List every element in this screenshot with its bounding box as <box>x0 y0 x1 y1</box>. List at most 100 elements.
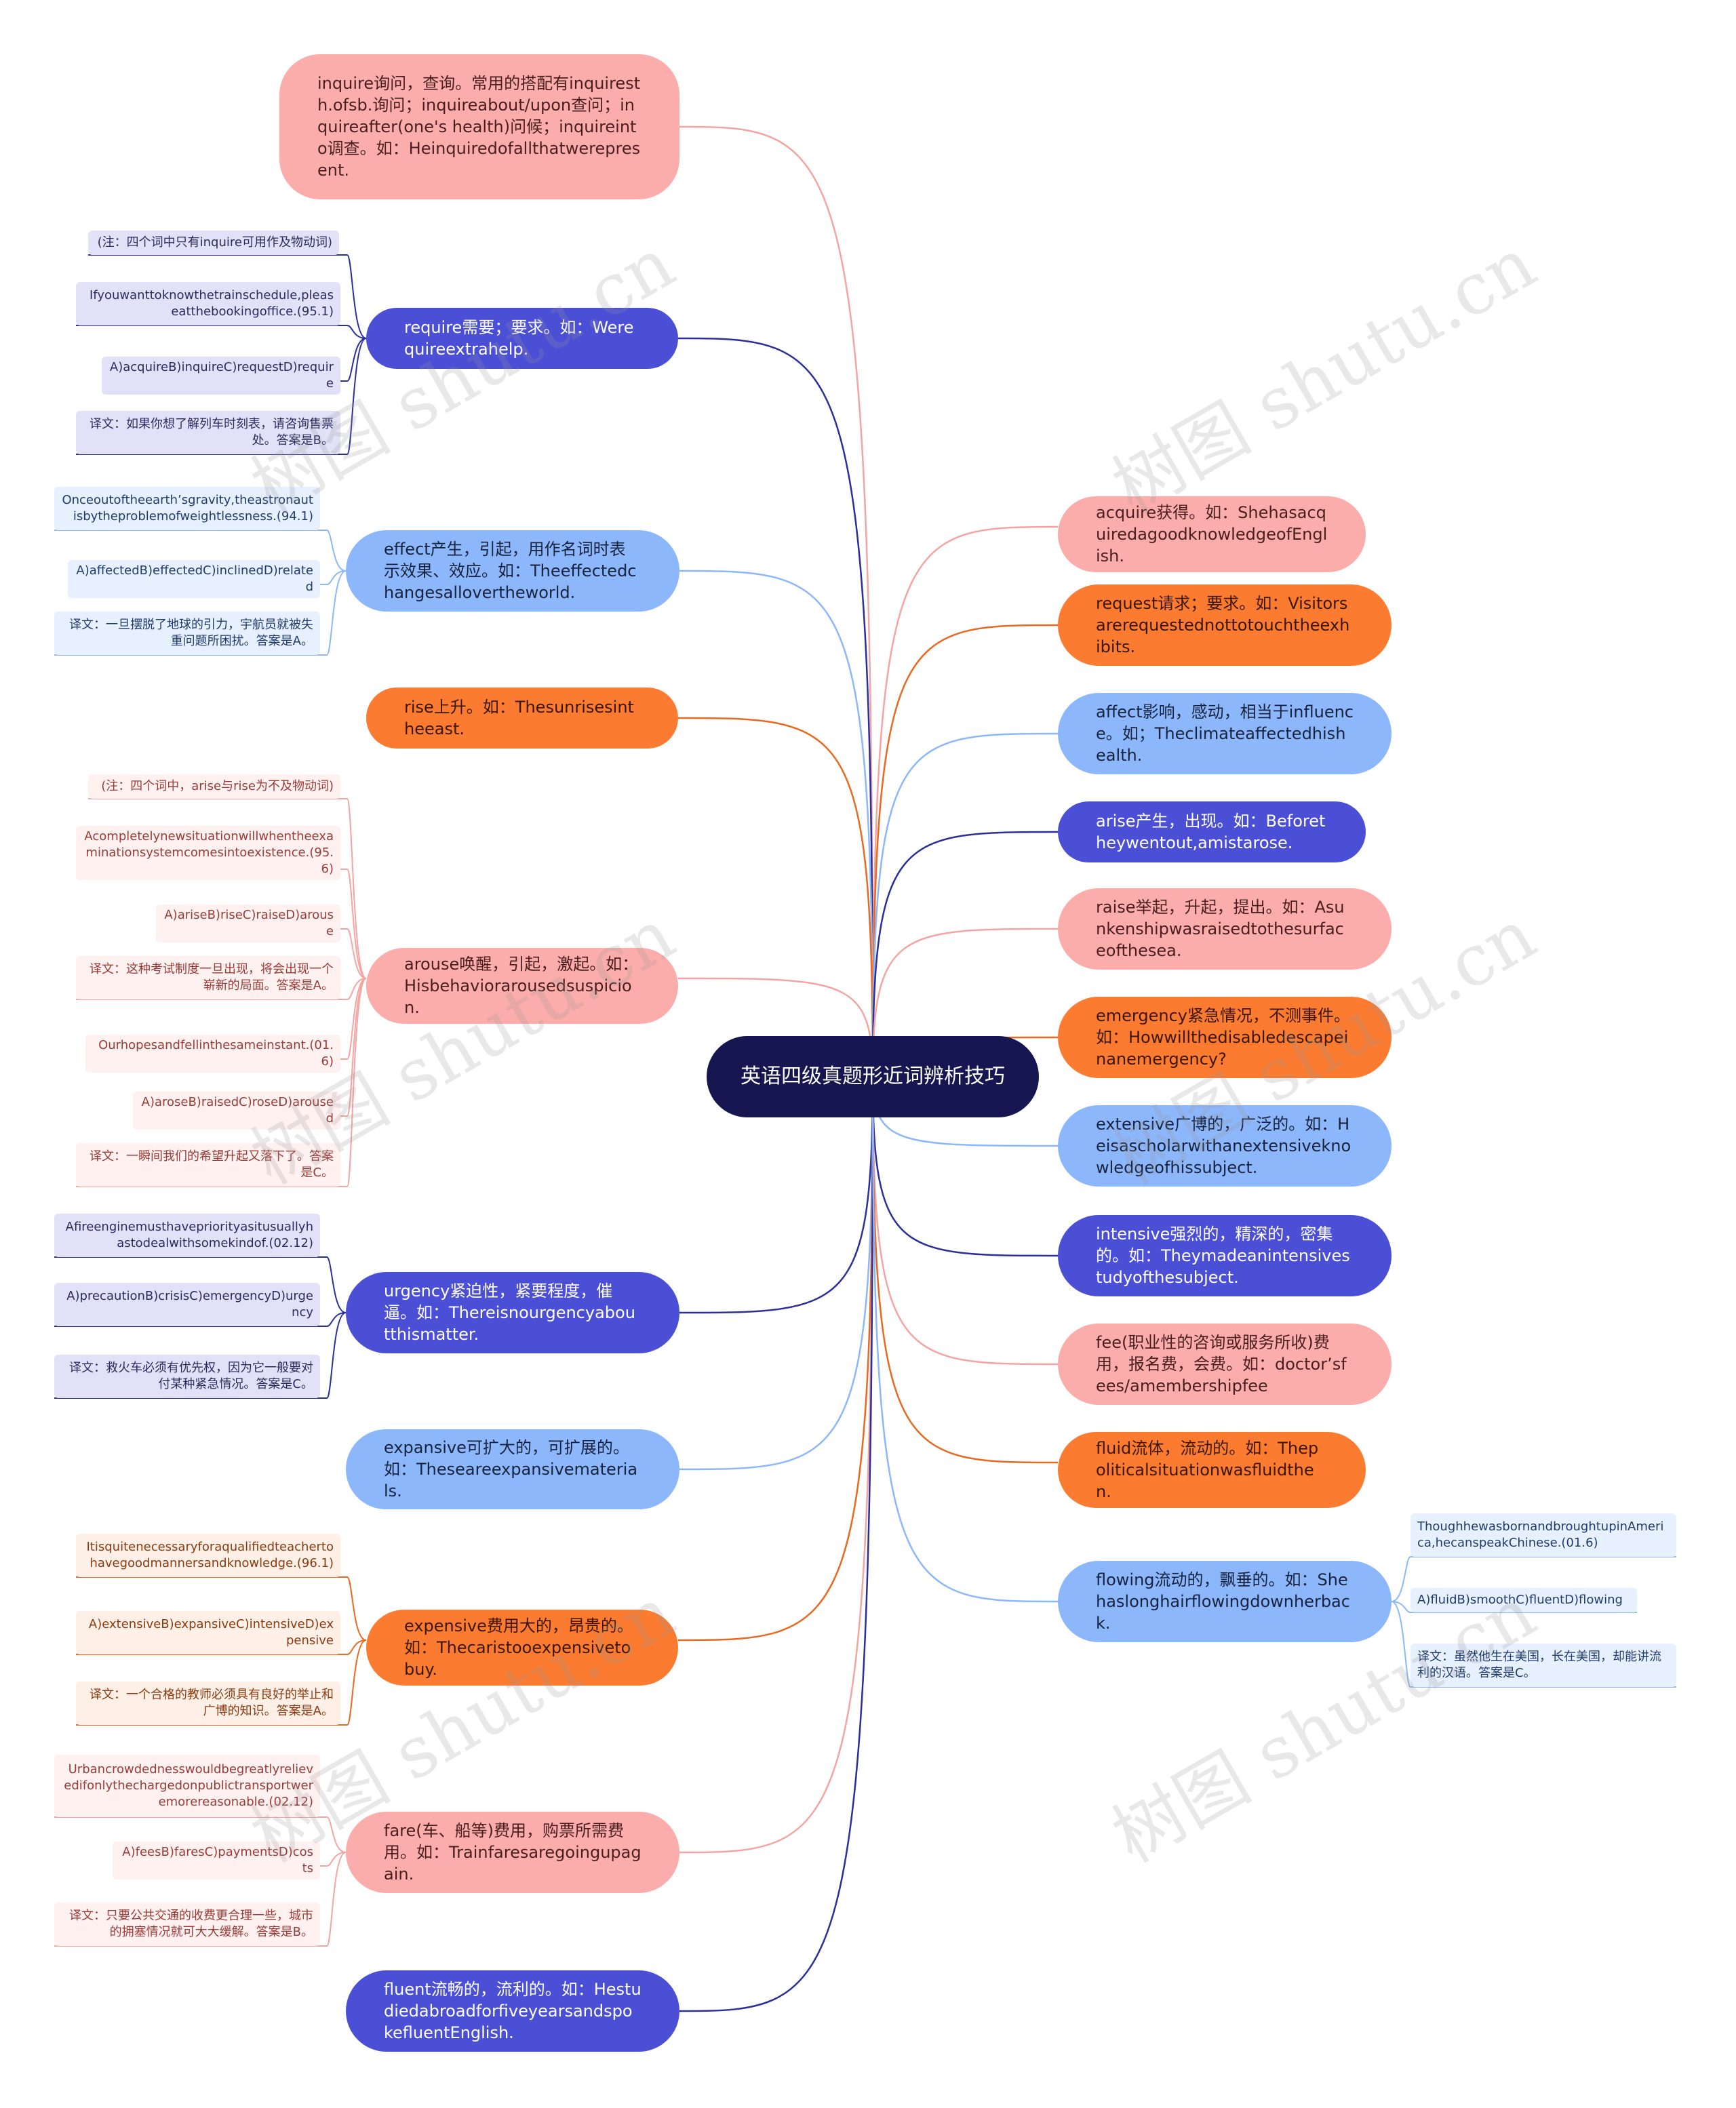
topic-text: urgency紧迫性，紧要程度，催逼。如：Thereisnourgencyabo… <box>384 1281 635 1344</box>
topic-node[interactable]: arise产生，出现。如：Beforetheywentout,amistaros… <box>1058 801 1366 862</box>
detail-leaf[interactable]: Ifyouwanttoknowthetrainschedule,pleaseat… <box>76 282 340 325</box>
topic-node[interactable]: arouse唤醒，引起，激起。如：Hisbehaviorarousedsuspi… <box>366 948 678 1024</box>
detail-leaf[interactable]: A)aroseB)raisedC)roseD)aroused <box>133 1092 340 1130</box>
leaf-connector <box>156 928 367 979</box>
topic-node[interactable]: emergency紧急情况，不测事件。如：Howwillthedisablede… <box>1058 997 1392 1078</box>
branch-connector <box>679 1076 874 2012</box>
branch-connector <box>677 717 874 1077</box>
leaf-connector <box>88 798 367 979</box>
branch-connector <box>679 1076 874 1314</box>
topic-text: arise产生，出现。如：Beforetheywentout,amistaros… <box>1096 812 1326 852</box>
detail-leaf[interactable]: A)affectedB)effectedC)inclinedD)related <box>68 560 320 598</box>
topic-node[interactable]: raise举起，升起，提出。如：Asunkenshipwasraisedtoth… <box>1058 888 1392 970</box>
detail-leaf[interactable]: (注：四个词中，arise与rise为不及物动词) <box>88 774 340 799</box>
detail-leaf[interactable]: 译文：救火车必须有优先权，因为它一般要对付某种紧急情况。答案是C。 <box>54 1355 320 1398</box>
topic-node[interactable]: effect产生，引起，用作名词时表示效果、效应。如：Theeffectedch… <box>346 530 679 612</box>
topic-text: fee(职业性的咨询或服务所收)费用，报名费，会费。如：doctor’sfees… <box>1096 1333 1347 1395</box>
topic-text: require需要；要求。如：Werequireextrahelp. <box>404 318 634 359</box>
topic-node[interactable]: urgency紧迫性，紧要程度，催逼。如：Thereisnourgencyabo… <box>346 1272 679 1353</box>
detail-text: A)fluidB)smoothC)fluentD)flowing <box>1417 1593 1623 1607</box>
detail-text: A)acquireB)inquireC)requestD)require <box>109 360 334 391</box>
detail-leaf[interactable]: 译文：虽然他生在美国，长在美国，却能讲流利的汉语。答案是C。 <box>1410 1644 1676 1687</box>
topic-text: affect影响，感动，相当于influence。如；Theclimateaff… <box>1096 702 1354 765</box>
topic-node[interactable]: rise上升。如：Thesunrisesintheeast. <box>366 688 678 749</box>
leaf-connector <box>54 570 347 656</box>
topic-node[interactable]: require需要；要求。如：Werequireextrahelp. <box>366 308 678 369</box>
detail-leaf[interactable]: 译文：一旦摆脱了地球的引力，宇航员就被失重问题所困扰。答案是A。 <box>54 612 320 655</box>
leaf-connector <box>102 338 367 382</box>
detail-text: 译文：虽然他生在美国，长在美国，却能讲流利的汉语。答案是C。 <box>1417 1650 1661 1680</box>
branch-connector <box>871 1076 1059 1603</box>
leaf-connector <box>76 325 367 339</box>
leaf-connector <box>76 338 367 455</box>
leaf-connector <box>1391 1556 1676 1602</box>
detail-leaf[interactable]: 译文：只要公共交通的收费更合理一些，城市的拥塞情况就可大大缓解。答案是B。 <box>54 1903 320 1946</box>
branch-connector <box>871 732 1059 1077</box>
root-node[interactable]: 英语四级真题形近词辨析技巧 <box>707 1036 1039 1117</box>
topic-node[interactable]: expensive费用大的，昂贵的。如：Thecaristooexpensive… <box>366 1610 678 1686</box>
leaf-connector <box>1391 1601 1676 1688</box>
detail-leaf[interactable]: Onceoutoftheearth’sgravity,theastronauti… <box>54 487 320 530</box>
topic-node[interactable]: inquire询问，查询。常用的搭配有inquiresth.ofsb.询问；in… <box>279 54 679 199</box>
topic-text: expensive费用大的，昂贵的。如：Thecaristooexpensive… <box>404 1616 633 1679</box>
detail-text: A)affectedB)effectedC)inclinedD)related <box>76 563 313 594</box>
detail-leaf[interactable]: Urbancrowdednesswouldbegreatlyrelievedif… <box>54 1755 320 1817</box>
leaf-connector <box>54 1816 347 1853</box>
leaf-connector <box>113 1852 347 1867</box>
topic-text: fluent流畅的，流利的。如：Hestudiedabroadforfiveye… <box>384 1980 642 2042</box>
topic-node[interactable]: flowing流动的，飘垂的。如：Shehaslonghairflowingdo… <box>1058 1561 1392 1642</box>
topic-node[interactable]: fare(车、船等)费用，购票所需费用。如：Trainfaresaregoing… <box>346 1812 679 1893</box>
topic-node[interactable]: intensive强烈的，精深的，密集的。如：Theymadeanintensi… <box>1058 1215 1392 1296</box>
topic-node[interactable]: fee(职业性的咨询或服务所收)费用，报名费，会费。如：doctor’sfees… <box>1058 1324 1392 1405</box>
topic-node[interactable]: fluid流体，流动的。如：Thepoliticalsituationwasfl… <box>1058 1432 1366 1508</box>
topic-text: rise上升。如：Thesunrisesintheeast. <box>404 698 634 738</box>
detail-leaf[interactable]: A)fluidB)smoothC)fluentD)flowing <box>1410 1588 1637 1612</box>
detail-leaf[interactable]: A)precautionB)crisisC)emergencyD)urgency <box>54 1283 320 1326</box>
detail-leaf[interactable]: ThoughhewasbornandbroughtupinAmerica,hec… <box>1410 1513 1676 1557</box>
detail-leaf[interactable]: A)extensiveB)expansiveC)intensiveD)expen… <box>76 1611 340 1654</box>
detail-text: Acompletelynewsituationwillwhentheexamin… <box>84 829 334 876</box>
topic-text: extensive广博的，广泛的。如：Heisascholarwithanext… <box>1096 1115 1352 1177</box>
leaf-connector <box>54 1312 347 1327</box>
detail-leaf[interactable]: Ourhopesandfellinthesameinstant.(01.6) <box>85 1035 340 1073</box>
detail-leaf[interactable]: Afireenginemusthavepriorityasitusuallyha… <box>54 1214 320 1257</box>
detail-leaf[interactable]: A)feesB)faresC)paymentsD)costs <box>113 1842 320 1880</box>
detail-text: A)ariseB)riseC)raiseD)arouse <box>164 908 334 938</box>
branch-connector <box>871 1076 1059 1257</box>
detail-text: Onceoutoftheearth’sgravity,theastronauti… <box>62 493 313 523</box>
topic-node[interactable]: extensive广博的，广泛的。如：Heisascholarwithanext… <box>1058 1105 1392 1187</box>
leaf-connector <box>76 978 367 1187</box>
topic-text: fare(车、船等)费用，购票所需费用。如：Trainfaresaregoing… <box>384 1821 642 1884</box>
branch-connector <box>679 1076 874 1471</box>
branch-connector <box>679 125 874 1077</box>
detail-leaf[interactable]: 译文：一个合格的教师必须具有良好的举止和广博的知识。答案是A。 <box>76 1682 340 1725</box>
branch-connector <box>871 1076 1059 1464</box>
detail-text: 译文：只要公共交通的收费更合理一些，城市的拥塞情况就可大大缓解。答案是B。 <box>69 1909 313 1939</box>
detail-leaf[interactable]: 译文：这种考试制度一旦出现，将会出现一个崭新的局面。答案是A。 <box>76 956 340 999</box>
branch-connector <box>871 525 1059 1077</box>
detail-leaf[interactable]: 译文：如果你想了解列车时刻表，请咨询售票处。答案是B。 <box>76 411 340 454</box>
leaf-connector <box>76 869 367 979</box>
topic-text: inquire询问，查询。常用的搭配有inquiresth.ofsb.询问；in… <box>317 74 641 180</box>
topic-text: emergency紧急情况，不测事件。如：Howwillthedisablede… <box>1096 1006 1350 1069</box>
detail-text: A)feesB)faresC)paymentsD)costs <box>122 1845 313 1875</box>
detail-leaf[interactable]: Acompletelynewsituationwillwhentheexamin… <box>76 826 340 880</box>
branch-connector <box>679 570 874 1077</box>
leaf-connector <box>54 530 347 572</box>
detail-leaf[interactable]: A)acquireB)inquireC)requestD)require <box>102 357 340 395</box>
detail-leaf[interactable]: 译文：一瞬间我们的希望升起又落下了。答案是C。 <box>76 1143 340 1187</box>
topic-node[interactable]: fluent流畅的，流利的。如：Hestudiedabroadforfiveye… <box>346 1970 679 2052</box>
topic-node[interactable]: acquire获得。如：Shehasacquiredagoodknowledge… <box>1058 496 1366 572</box>
detail-text: 译文：这种考试制度一旦出现，将会出现一个崭新的局面。答案是A。 <box>90 962 334 993</box>
topic-text: arouse唤醒，引起，激起。如：Hisbehaviorarousedsuspi… <box>404 955 639 1017</box>
branch-connector <box>677 1076 874 1642</box>
topic-node[interactable]: request请求；要求。如：Visitorsarerequestednotto… <box>1058 584 1392 666</box>
leaf-connector <box>133 978 367 1117</box>
detail-leaf[interactable]: A)ariseB)riseC)raiseD)arouse <box>156 904 340 942</box>
topic-node[interactable]: expansive可扩大的，可扩展的。如：Theseareexpansivema… <box>346 1429 679 1509</box>
detail-leaf[interactable]: Itisquitenecessaryforaqualifiedteacherto… <box>76 1534 340 1577</box>
detail-text: Urbancrowdednesswouldbegreatlyrelievedif… <box>64 1762 313 1809</box>
detail-leaf[interactable]: (注：四个词中只有inquire可用作及物动词) <box>88 231 339 255</box>
topic-text: effect产生，引起，用作名词时表示效果、效应。如：Theeffectedch… <box>384 540 637 602</box>
topic-node[interactable]: affect影响，感动，相当于influence。如；Theclimateaff… <box>1058 693 1392 774</box>
